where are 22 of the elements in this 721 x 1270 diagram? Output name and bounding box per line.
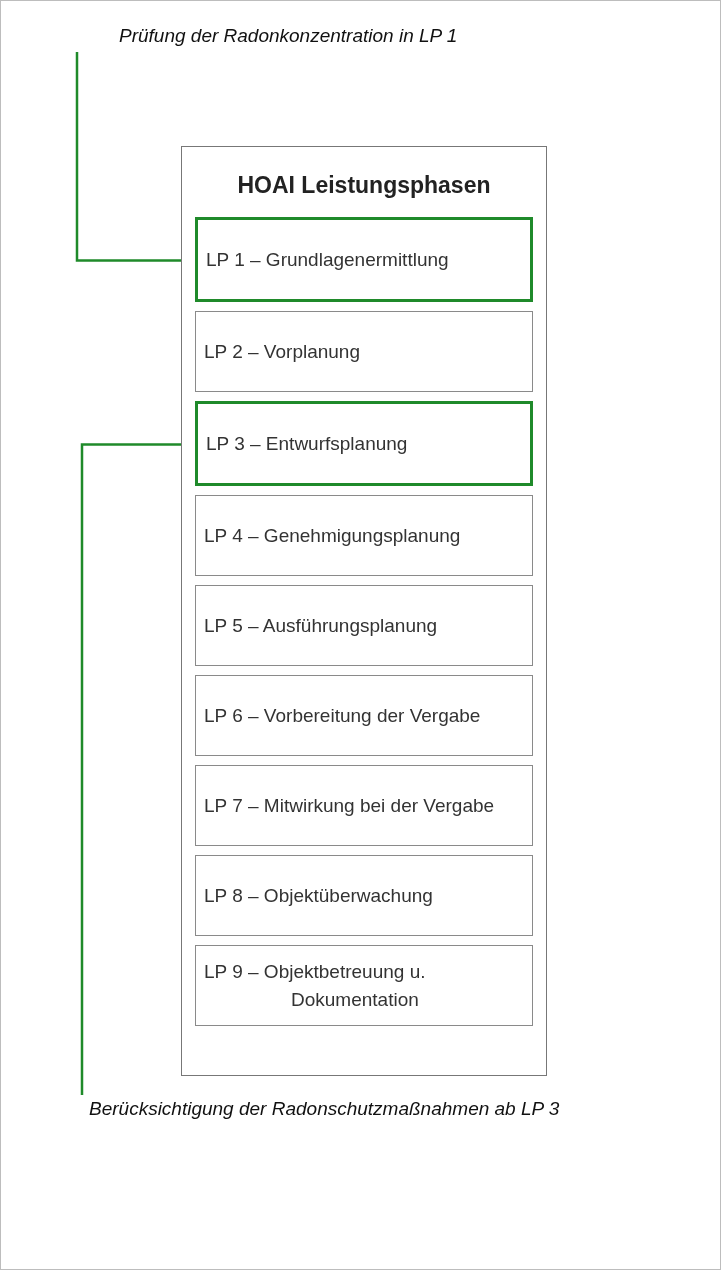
phase-label: LP 4 – Genehmigungsplanung <box>204 523 462 548</box>
phase-box <box>195 217 533 302</box>
phase-list-panel <box>181 146 547 1076</box>
phase-label: LP 8 – Objektüberwachung <box>204 883 434 908</box>
phase-box <box>195 855 533 936</box>
panel-heading: HOAI Leistungsphasen <box>237 171 491 200</box>
phase-label: LP 3 – Entwurfsplanung <box>206 431 409 456</box>
phase-label: LP 1 – Grundlagenermittlung <box>206 247 450 272</box>
phase-label: LP 7 – Mitwirkung bei der Vergabe <box>204 793 495 818</box>
phase-label: LP 2 – Vorplanung <box>204 339 361 364</box>
phase-box <box>195 401 533 486</box>
phase-label: LP 9 – Objektbetreuung u. Dokumentation <box>204 959 427 1012</box>
phase-box <box>195 675 533 756</box>
phase-box <box>195 495 533 576</box>
annotation-text: Berücksichtigung der Radonschutzmaßnahmen ab LP 3 <box>89 1098 560 1119</box>
phase-box <box>195 585 533 666</box>
phase-label: LP 6 – Vorbereitung der Vergabe <box>204 703 481 728</box>
phase-box <box>195 945 533 1026</box>
phase-box <box>195 765 533 846</box>
phase-label: LP 5 – Ausführungsplanung <box>204 613 439 638</box>
annotation-text: Prüfung der Radonkonzentration in LP 1 <box>119 25 458 46</box>
phase-box <box>195 311 533 392</box>
